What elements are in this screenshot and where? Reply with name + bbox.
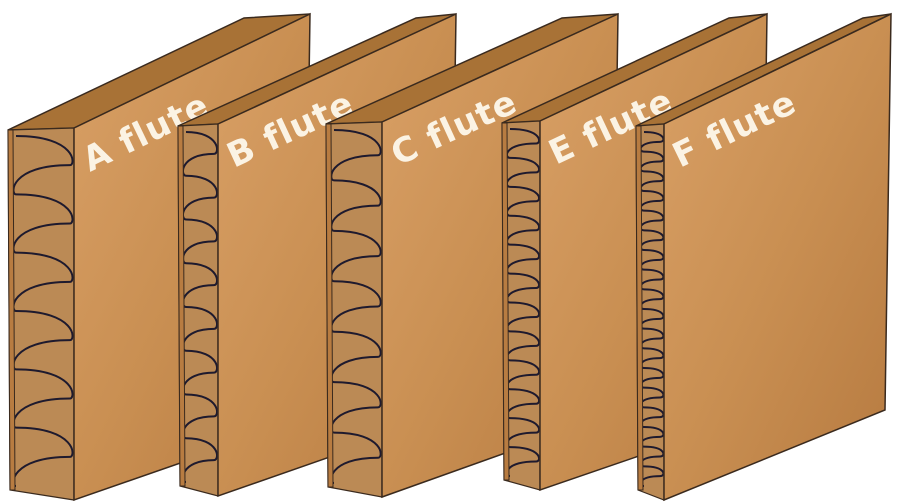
- corrugated-flute-diagram: A flute B flute C flute E flute F flute: [0, 0, 897, 504]
